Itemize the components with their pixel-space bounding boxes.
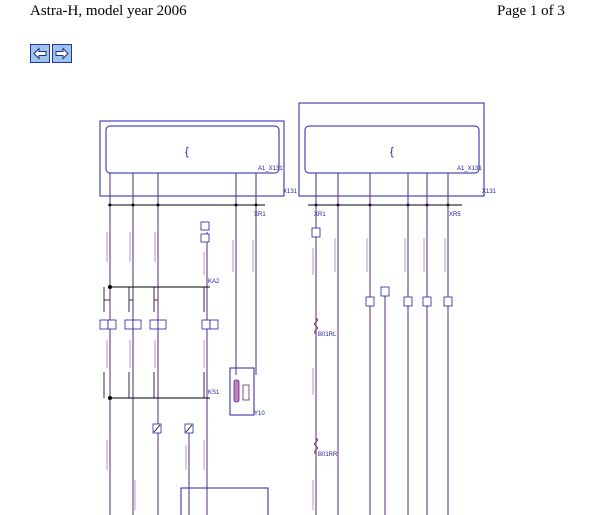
arrow-right-icon [55, 47, 69, 60]
connector-right-block: { A1_X131 X131 [298, 102, 497, 197]
junction-xr1-right-label: XR1 [314, 212, 326, 218]
junction-xr1-left-label: XR1 [254, 212, 266, 218]
sensor-rl-label: B01RL [318, 332, 337, 338]
next-page-button[interactable] [52, 44, 72, 63]
connector-left-block: { A1_X131 X131 [99, 120, 298, 197]
previous-page-button[interactable] [30, 44, 50, 63]
connector-right-brace: { [390, 146, 394, 158]
left-wires [109, 173, 257, 515]
right-pin-boxes [311, 227, 453, 307]
wire-annotation-marks [106, 232, 446, 510]
connector-left-label: A1_X131 [258, 166, 283, 172]
sensor-coils [314, 317, 318, 455]
plug-left-label: X131 [283, 189, 298, 195]
bottom-module-frame [180, 487, 269, 515]
left-pin-boxes [99, 221, 219, 434]
plug-right-label: X131 [482, 189, 497, 195]
page-indicator: Page 1 of 3 [497, 3, 565, 19]
connector-left-brace: { [185, 146, 189, 158]
junction-xr5-label: XR5 [449, 212, 461, 218]
sensor-rr-label: B01RR [318, 452, 338, 458]
splice-bottom-label: KS1 [208, 390, 220, 396]
component-y10-label: Y10 [254, 411, 265, 417]
component-y10: Y10 [229, 367, 265, 417]
page-title: Astra-H, model year 2006 [30, 3, 187, 19]
connector-right-label: A1_X131 [457, 166, 482, 172]
arrow-left-icon [33, 47, 47, 60]
right-wires [315, 173, 449, 515]
splice-top-label: KA2 [208, 279, 220, 285]
